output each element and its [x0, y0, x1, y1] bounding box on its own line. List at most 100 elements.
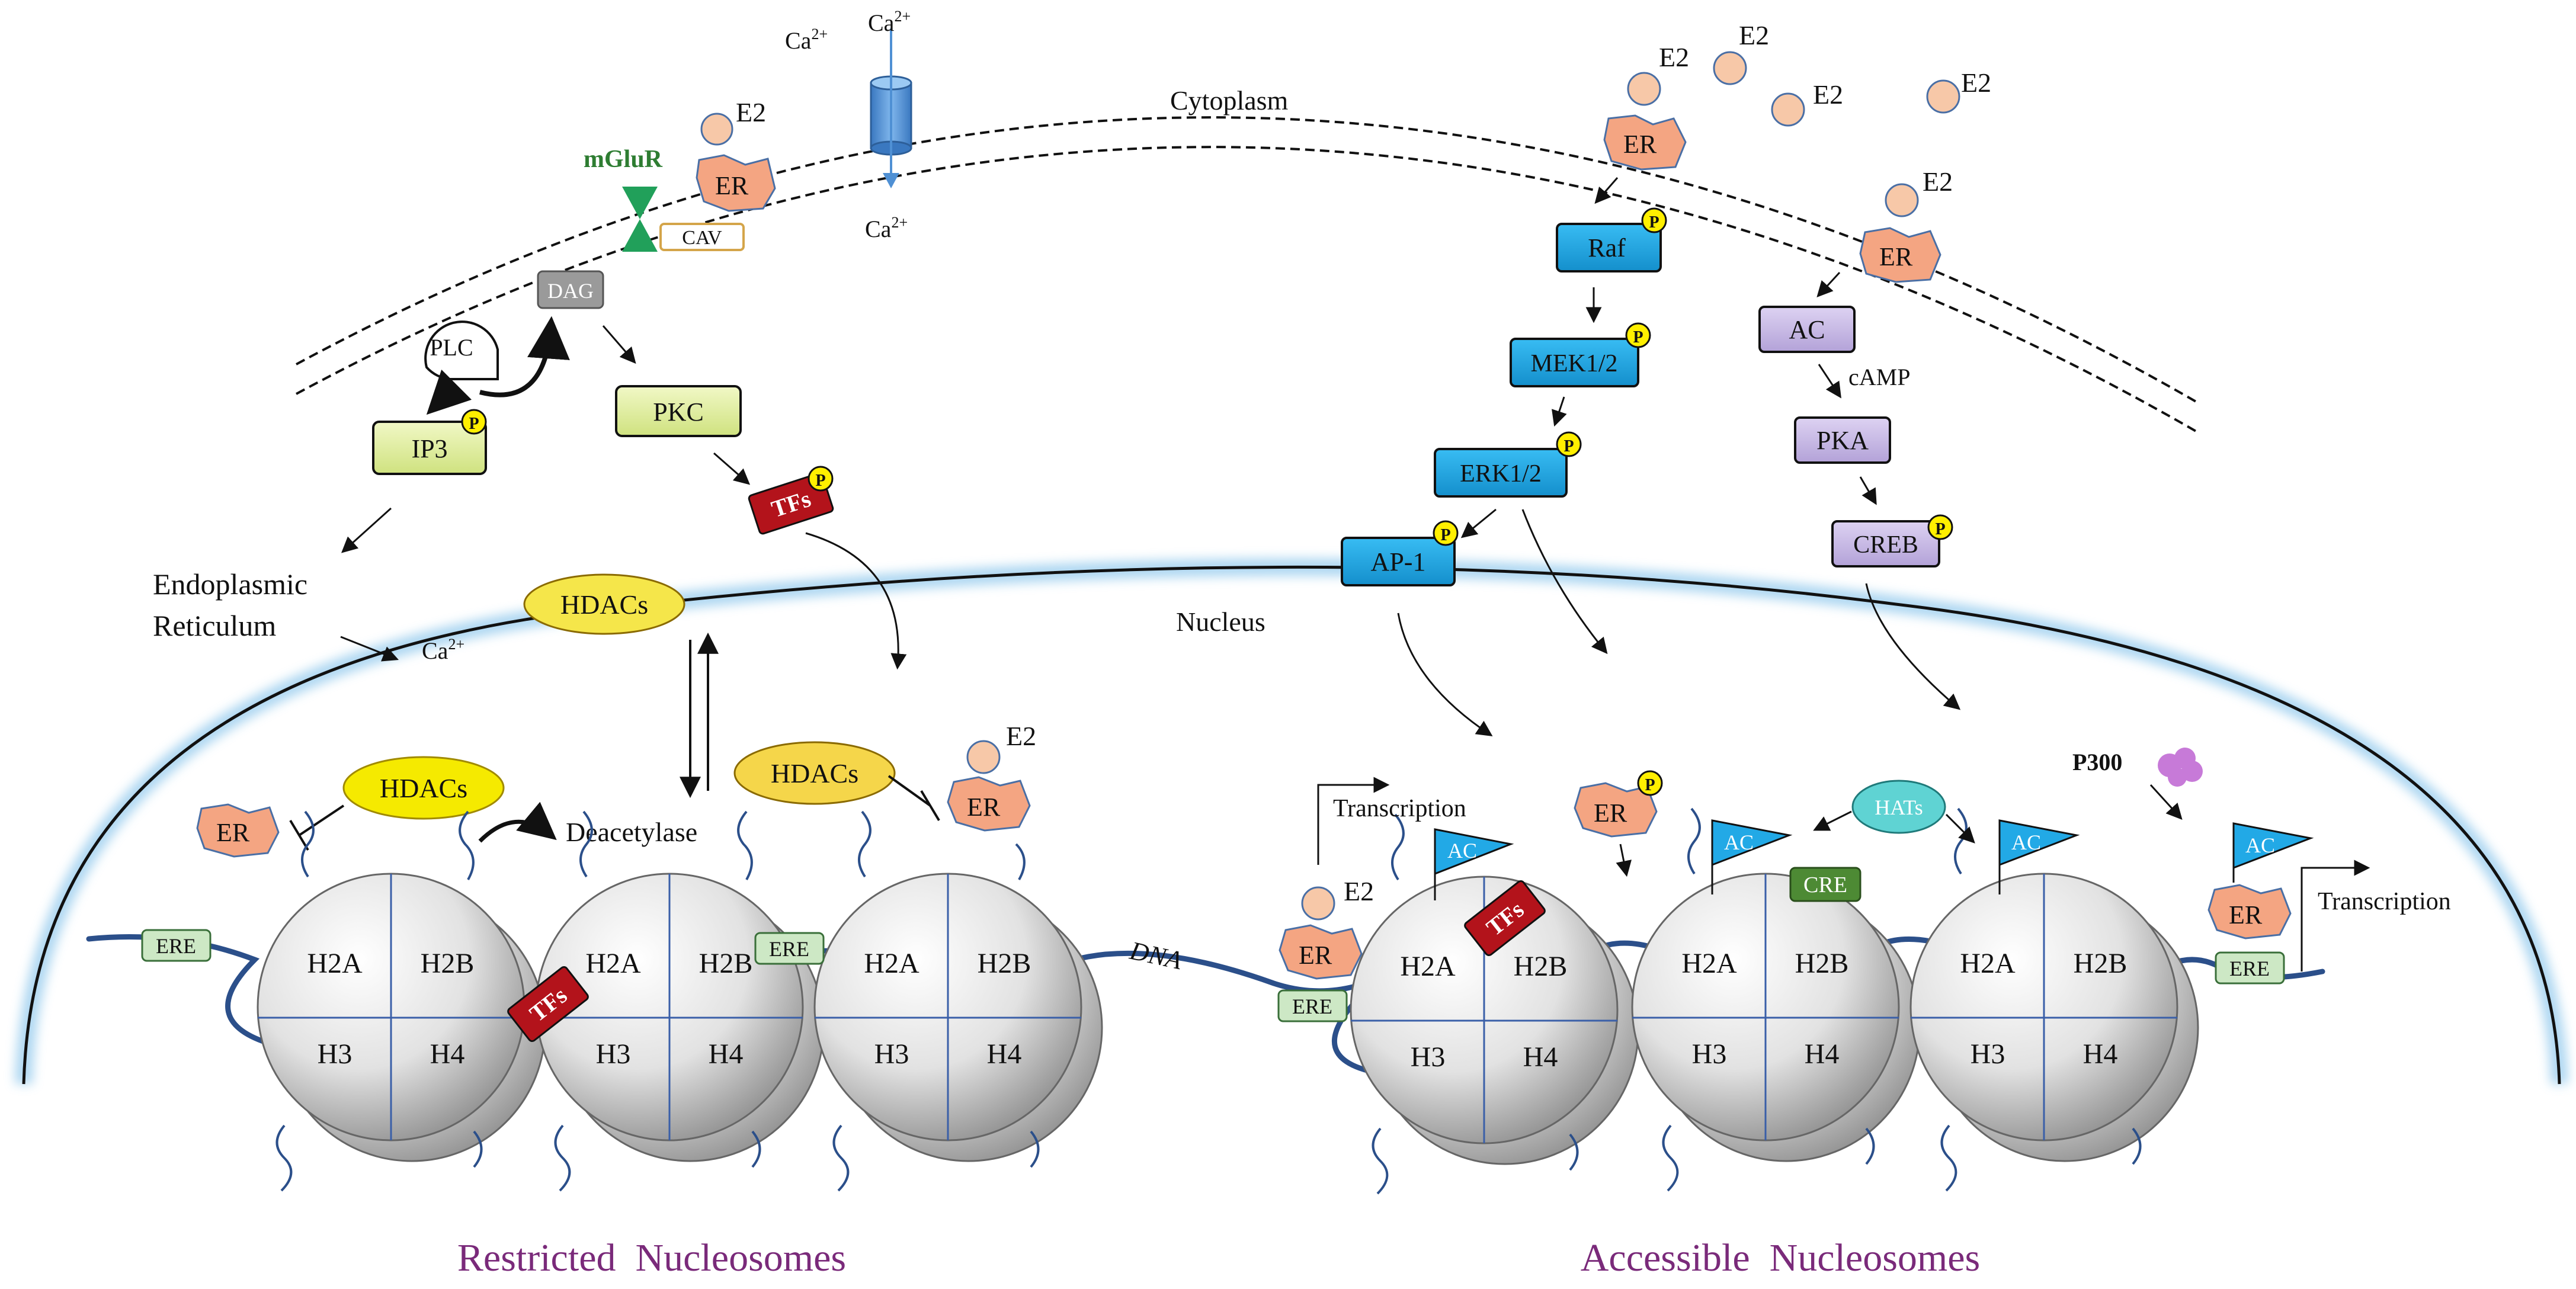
reticulum-label: Reticulum	[153, 609, 276, 642]
mek-erk-arrow	[1552, 396, 1567, 427]
histone-h2b-label: H2B	[421, 948, 475, 979]
estradiol-label: E2	[1006, 721, 1036, 751]
hats-ellipse	[1851, 780, 1946, 834]
raf-label: Raf	[1588, 233, 1626, 262]
estrogen-receptor-shape	[2207, 884, 2292, 940]
creb-box	[1831, 520, 1940, 567]
histone-h3-label: H3	[596, 1038, 631, 1070]
histone-h4-label: H4	[987, 1038, 1022, 1070]
deacetylase-label: Deacetylase	[566, 817, 697, 847]
estrogen-receptor-shape	[1574, 782, 1658, 838]
acetyl-label: AC	[2011, 831, 2041, 854]
camp-label: cAMP	[1848, 364, 1910, 390]
plc-ip3-arrow	[426, 369, 472, 415]
estrogen-receptor-label: ER	[1623, 130, 1657, 159]
nucleosome-2: H2A H2B H3 H4	[535, 873, 825, 1162]
histone-h3-label: H3	[318, 1038, 353, 1070]
mglur-label: mGluR	[584, 146, 663, 173]
hdacs-label: HDACs	[380, 773, 467, 803]
histone-h3-label: H3	[874, 1038, 909, 1070]
histone-h3-label: H3	[1411, 1041, 1446, 1073]
histone-h2b-label: H2B	[1795, 948, 1849, 979]
ere-label: ERE	[1292, 995, 1332, 1018]
pka-creb-arrow	[1859, 476, 1877, 505]
p300-blob-icon	[2158, 748, 2203, 787]
estradiol-molecule	[1713, 51, 1747, 85]
estrogen-receptor-shape	[947, 776, 1031, 832]
hdacs-ellipse	[523, 573, 685, 635]
dna-label: DNA	[1127, 936, 1185, 976]
plc-dag-curved-arrow	[479, 316, 570, 397]
histone-h4-label: H4	[1523, 1041, 1558, 1073]
endoplasmic-label: Endoplasmic	[153, 567, 307, 601]
calcium-ion-label: Ca2+	[785, 25, 828, 54]
hdacs-label: HDACs	[560, 589, 648, 620]
acetyl-label: AC	[2245, 833, 2275, 857]
histone-h2b-label: H2B	[1514, 951, 1568, 982]
restricted-nucleosomes-title: Restricted Nucleosomes	[457, 1236, 846, 1280]
estrogen-receptor-shape	[1603, 114, 1687, 171]
pkc-tfs-arrow	[713, 452, 751, 485]
pkc-box	[615, 385, 742, 437]
acetyl-flag: AC	[2232, 822, 2314, 883]
calcium-ion-label: Ca2+	[868, 8, 911, 36]
histone-h2a-label: H2A	[1960, 948, 2016, 979]
mglur-receptor-icon	[622, 187, 658, 252]
er-ac-arrow	[1816, 271, 1841, 297]
estradiol-molecule	[1771, 92, 1805, 127]
erk-nucleus-arrow	[1521, 509, 1608, 655]
p300-label: P300	[2072, 749, 2122, 775]
pka-box	[1794, 416, 1891, 464]
erk-ap1-arrow	[1460, 508, 1497, 538]
hdac-inhibition-line	[289, 804, 345, 851]
hdacs-label: HDACs	[771, 758, 858, 788]
ere-label: ERE	[156, 934, 196, 958]
histone-h4-label: H4	[1805, 1038, 1840, 1070]
transcription-factors-tag: TFs	[507, 966, 589, 1043]
phosphate-badges: P P P P P P P	[461, 207, 1953, 546]
histone-h3-label: H3	[1692, 1038, 1727, 1070]
tfs-nucleus-arrow	[805, 532, 907, 670]
estrogen-receptor-label: ER	[1879, 242, 1913, 271]
phosphate-label: P	[1649, 213, 1659, 232]
histone-h2a-label: H2A	[1681, 948, 1737, 979]
transcription-arrow	[1317, 777, 1390, 865]
hdacs-ellipse	[733, 741, 896, 805]
phosphate-label: P	[815, 472, 825, 490]
histone-h3-label: H3	[1971, 1038, 2005, 1070]
estrogen-receptor-shape	[696, 154, 776, 212]
dag-box	[537, 270, 604, 309]
histone-h2b-label: H2B	[978, 948, 1031, 979]
histone-h2a-label: H2A	[585, 948, 641, 979]
mek-label: MEK1/2	[1531, 350, 1618, 377]
estrogen-receptor-label: ER	[2229, 900, 2263, 929]
estrogen-receptor-label: ER	[715, 171, 749, 200]
phosphate-label: P	[1563, 437, 1574, 456]
cytoplasm-label: Cytoplasm	[1170, 85, 1289, 116]
caveolin-label: CAV	[682, 227, 722, 249]
estrogen-receptor-shape	[196, 803, 280, 858]
ac-box	[1758, 306, 1856, 353]
hdacs-ellipse	[342, 756, 505, 820]
phosphate-label: P	[1633, 328, 1643, 347]
calcium-channel	[870, 28, 912, 188]
acetyl-flag: AC	[1434, 828, 1514, 900]
ere-elements: ERE ERE ERE ERE	[141, 929, 2285, 1022]
estradiol-label: E2	[1659, 42, 1689, 72]
deacetylase-curved-arrow	[478, 801, 557, 843]
estradiol-molecule	[1926, 79, 1960, 114]
hats-right-arrow	[1945, 813, 1975, 844]
estradiol-label: E2	[1813, 79, 1843, 110]
nucleus-label: Nucleus	[1176, 607, 1265, 637]
estrogen-receptor-label: ER	[1299, 941, 1332, 970]
erk-box	[1434, 448, 1568, 498]
acetyl-flag: AC	[1711, 819, 1793, 894]
nucleosome-6: H2A H2B H3 H4	[1909, 873, 2199, 1162]
estradiol-label: E2	[1344, 876, 1374, 906]
raf-box	[1556, 223, 1662, 272]
phosphate-label: P	[1440, 526, 1450, 544]
ip3-er-arrow	[341, 507, 392, 553]
estrogen-receptor-label: ER	[967, 793, 1001, 822]
dag-label: DAG	[547, 279, 594, 303]
